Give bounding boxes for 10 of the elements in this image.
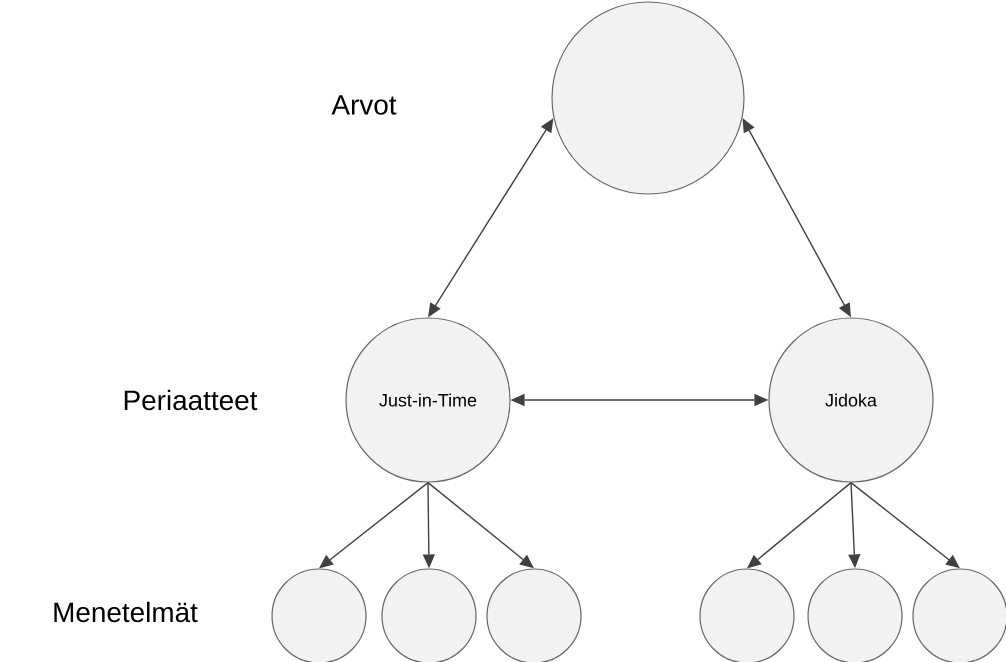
- empty-circle: [551, 1, 745, 195]
- empty-circle: [807, 568, 903, 662]
- empty-circle: [912, 568, 1006, 662]
- empty-circle: [699, 568, 795, 662]
- row-label: Menetelmät: [54, 601, 198, 623]
- row-label: Periaatteet: [124, 389, 258, 411]
- empty-circle: [271, 568, 367, 662]
- row-label: Arvot: [331, 95, 397, 115]
- empty-circle: [381, 568, 477, 662]
- empty-circle: [486, 568, 582, 662]
